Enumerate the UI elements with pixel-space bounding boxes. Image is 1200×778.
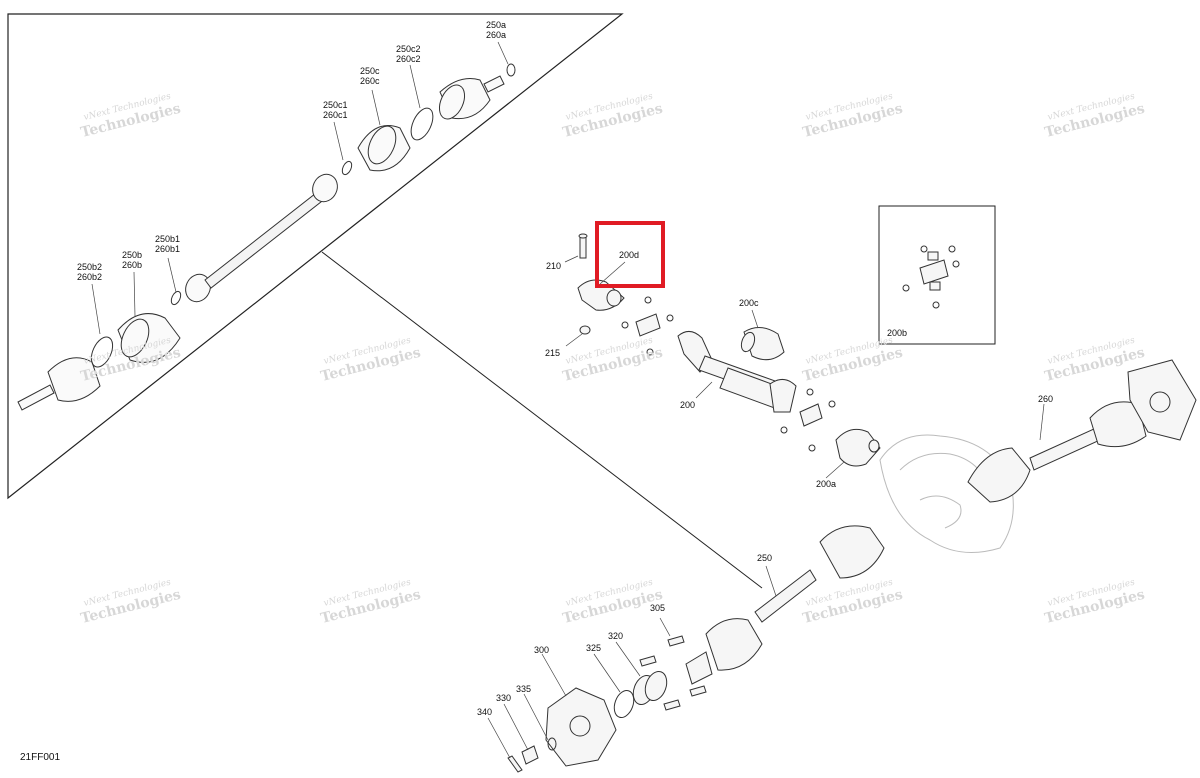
right-halfshaft-260 — [967, 359, 1197, 503]
callout-335: 335 — [516, 684, 532, 694]
callout-200d: 200d — [619, 250, 640, 260]
propeller-shaft-assembly — [577, 233, 881, 467]
callout-305: 305 — [650, 603, 666, 613]
callout-200b: 200b — [887, 328, 908, 338]
highlight-box-200d — [595, 221, 665, 288]
inset-leader-line — [321, 251, 763, 589]
diagram-code: 21FF001 — [20, 752, 61, 763]
callout-250a: 250a 260a — [486, 20, 507, 40]
callout-200: 200 — [680, 400, 696, 410]
callout-325: 325 — [586, 643, 602, 653]
callout-210: 210 — [546, 261, 562, 271]
left-halfshaft-250 — [685, 525, 885, 685]
callout-200a: 200a — [816, 479, 837, 489]
callout-250c2: 250c2 260c2 — [396, 44, 421, 64]
main-leader-lines — [765, 403, 1045, 597]
callout-260: 260 — [1038, 394, 1054, 404]
inset-leader-lines — [91, 41, 509, 335]
u-joint-detail — [902, 245, 960, 309]
detail-box-200b — [878, 205, 996, 345]
callout-250b1: 250b1 260b1 — [155, 234, 181, 254]
inset-panel-border — [7, 13, 624, 500]
wheel-hub-assembly — [507, 635, 707, 773]
callout-215: 215 — [545, 348, 561, 358]
callout-250b2: 250b2 260b2 — [77, 262, 103, 282]
hub-leader-lines — [487, 617, 671, 759]
callout-340: 340 — [477, 707, 493, 717]
callout-250: 250 — [757, 553, 773, 563]
callout-250b: 250b 260b — [122, 250, 143, 270]
inset-axle-assembly — [17, 63, 516, 411]
callout-250c: 250c 260c — [360, 66, 380, 86]
callout-320: 320 — [608, 631, 624, 641]
callout-250c1: 250c1 260c1 — [323, 100, 348, 120]
prop-leader-lines — [564, 255, 845, 479]
callout-300: 300 — [534, 645, 550, 655]
callout-200c: 200c — [739, 298, 759, 308]
callout-330: 330 — [496, 693, 512, 703]
